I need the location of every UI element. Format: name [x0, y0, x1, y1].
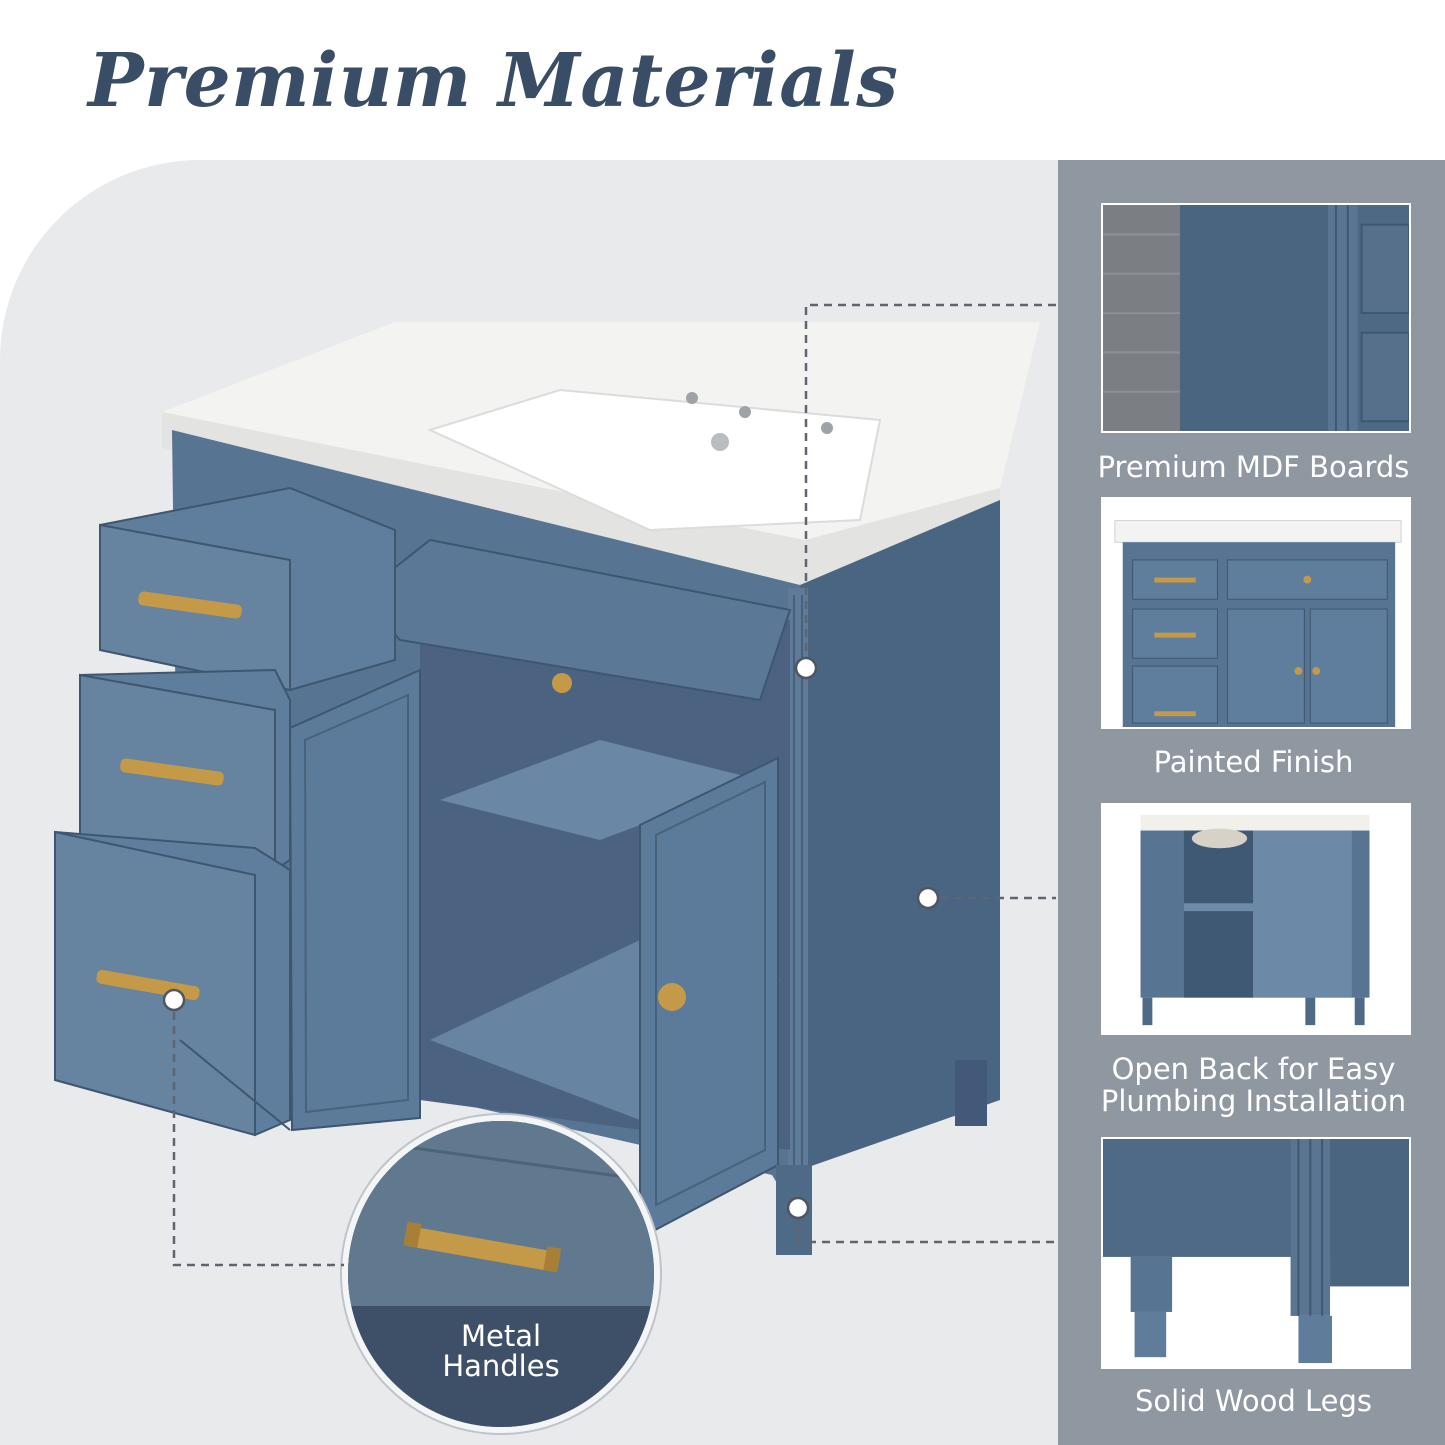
callout-label-line1: Metal: [460, 1319, 542, 1353]
mdf-board-closeup-icon: [1103, 205, 1409, 431]
bottom-drawer: [54, 830, 291, 1137]
interior-shelf: [440, 740, 760, 840]
vanity-back-view-icon: [1103, 805, 1409, 1033]
thumb-open-back: [1101, 803, 1411, 1035]
vanity-cabinet-illustration: [54, 322, 1040, 1255]
metal-handles-callout: Metal Handles: [342, 1115, 660, 1433]
metal-handle-closeup-icon: [348, 1121, 654, 1427]
thumb-mdf-boards: [1101, 203, 1411, 433]
caption-open-back-line1: Open Back for Easy: [1111, 1052, 1396, 1086]
top-drawer: [99, 486, 396, 692]
vanity-front-view-icon: [1103, 499, 1409, 727]
middle-drawer: [79, 668, 291, 872]
wood-leg-closeup-icon: [1103, 1139, 1409, 1367]
callout-label-line2: Handles: [442, 1349, 560, 1383]
caption-open-back-line2: Plumbing Installation: [1100, 1084, 1407, 1118]
caption-solid-wood-legs: Solid Wood Legs: [1135, 1384, 1372, 1418]
front-leg: [776, 1165, 812, 1255]
caption-mdf-boards: Premium MDF Boards: [1097, 450, 1410, 484]
thumb-solid-wood-legs: [1101, 1137, 1411, 1369]
door-knob: [658, 983, 686, 1011]
cabinet-side: [800, 500, 1000, 1170]
tray-knob: [552, 673, 572, 693]
faucet-hole: [711, 433, 729, 451]
caption-painted-finish: Painted Finish: [1153, 745, 1354, 779]
page-title: Premium Materials: [88, 38, 899, 124]
thumb-painted-finish: [1101, 497, 1411, 729]
